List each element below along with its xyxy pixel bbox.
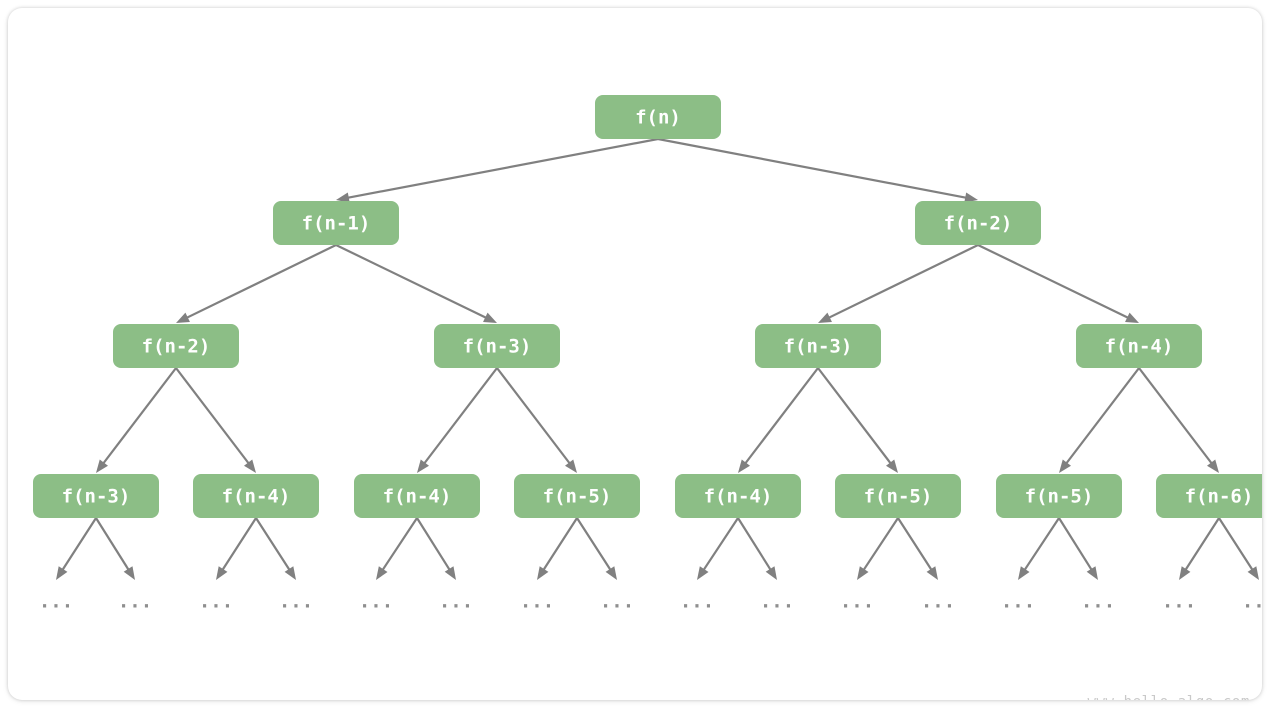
tree-node-label: f(n-3)	[784, 336, 853, 358]
tree-node[interactable]: f(n-4)	[193, 474, 319, 518]
tree-edge	[738, 367, 819, 473]
leaf-edge	[1018, 517, 1060, 580]
leaf-edge	[95, 517, 135, 580]
nodes-layer: f(n) f(n-1) f(n-2) f(n-2) f(n-3) f(n-3) f(n-4)…	[33, 95, 1262, 518]
leaf-edge	[216, 517, 257, 580]
ellipsis-layer: ........................................…	[39, 591, 1262, 613]
leaf-edge	[737, 517, 777, 580]
tree-node-label: f(n-3)	[62, 486, 131, 508]
leaf-edge	[537, 517, 578, 580]
leaf-edges-layer	[56, 517, 1259, 580]
tree-node[interactable]: f(n-6)	[1156, 474, 1262, 518]
tree-node-label: f(n-4)	[222, 486, 291, 508]
tree-node-label: f(n-5)	[543, 486, 612, 508]
ellipsis-marker: ...	[760, 591, 794, 613]
tree-edge	[496, 367, 577, 473]
tree-node[interactable]: f(n-3)	[434, 324, 560, 368]
leaf-edge	[1058, 517, 1098, 580]
tree-node-label: f(n-6)	[1185, 486, 1254, 508]
ellipsis-marker: ...	[359, 591, 393, 613]
tree-node-label: f(n-4)	[1105, 336, 1174, 358]
tree-edge	[657, 137, 978, 203]
tree-edge	[977, 244, 1139, 323]
tree-node[interactable]: f(n-2)	[113, 324, 239, 368]
ellipsis-marker: ...	[600, 591, 634, 613]
ellipsis-marker: ...	[520, 591, 554, 613]
leaf-edge	[255, 517, 296, 580]
tree-edge	[96, 367, 177, 473]
tree-edge	[175, 367, 256, 473]
ellipsis-marker: ...	[840, 591, 874, 613]
tree-node[interactable]: f(n-4)	[1076, 324, 1202, 368]
tree-node-label: f(n-2)	[944, 213, 1013, 235]
edges-layer	[96, 137, 1219, 473]
tree-edge	[417, 367, 498, 473]
tree-node-label: f(n-5)	[864, 486, 933, 508]
tree-node[interactable]: f(n-4)	[354, 474, 480, 518]
ellipsis-marker: ...	[279, 591, 313, 613]
leaf-edge	[376, 517, 418, 580]
tree-node[interactable]: f(n-5)	[514, 474, 640, 518]
ellipsis-marker: ...	[439, 591, 473, 613]
leaf-edge	[1218, 517, 1259, 580]
leaf-edge	[897, 517, 938, 580]
tree-node[interactable]: f(n-5)	[996, 474, 1122, 518]
tree-edge	[336, 137, 659, 203]
tree-node[interactable]: f(n-4)	[675, 474, 801, 518]
leaf-edge	[697, 517, 739, 580]
tree-node[interactable]: f(n-2)	[915, 201, 1041, 245]
leaf-edge	[56, 517, 97, 580]
leaf-edge	[1179, 517, 1220, 580]
leaf-edge	[416, 517, 456, 580]
leaf-edge	[576, 517, 617, 580]
tree-node-label: f(n-3)	[463, 336, 532, 358]
tree-node[interactable]: f(n)	[595, 95, 721, 139]
leaf-edge	[857, 517, 899, 580]
tree-node[interactable]: f(n-3)	[33, 474, 159, 518]
tree-edge	[818, 244, 979, 323]
tree-edge	[176, 244, 337, 323]
ellipsis-marker: ...	[1242, 591, 1262, 613]
tree-node-label: f(n-2)	[142, 336, 211, 358]
ellipsis-marker: ...	[118, 591, 152, 613]
tree-edge	[335, 244, 497, 323]
tree-node-label: f(n-1)	[302, 213, 371, 235]
ellipsis-marker: ...	[1162, 591, 1196, 613]
diagram-canvas: f(n) f(n-1) f(n-2) f(n-2) f(n-3) f(n-3) f(n-4)…	[8, 8, 1262, 700]
ellipsis-marker: ...	[921, 591, 955, 613]
tree-node[interactable]: f(n-3)	[755, 324, 881, 368]
watermark-text: www.hello-algo.com	[1087, 694, 1250, 700]
ellipsis-marker: ...	[680, 591, 714, 613]
ellipsis-marker: ...	[199, 591, 233, 613]
ellipsis-marker: ...	[39, 591, 73, 613]
tree-edge	[1138, 367, 1219, 473]
tree-edge	[817, 367, 898, 473]
ellipsis-marker: ...	[1081, 591, 1115, 613]
tree-edge	[1059, 367, 1140, 473]
recursion-tree-svg: f(n) f(n-1) f(n-2) f(n-2) f(n-3) f(n-3) f(n-4)…	[33, 95, 1262, 700]
tree-node-label: f(n-5)	[1025, 486, 1094, 508]
tree-node[interactable]: f(n-5)	[835, 474, 961, 518]
watermark-layer: www.hello-algo.com	[1087, 694, 1250, 700]
ellipsis-marker: ...	[1001, 591, 1035, 613]
tree-node-label: f(n-4)	[383, 486, 452, 508]
tree-node-label: f(n-4)	[704, 486, 773, 508]
tree-node-label: f(n)	[635, 107, 681, 129]
tree-node[interactable]: f(n-1)	[273, 201, 399, 245]
